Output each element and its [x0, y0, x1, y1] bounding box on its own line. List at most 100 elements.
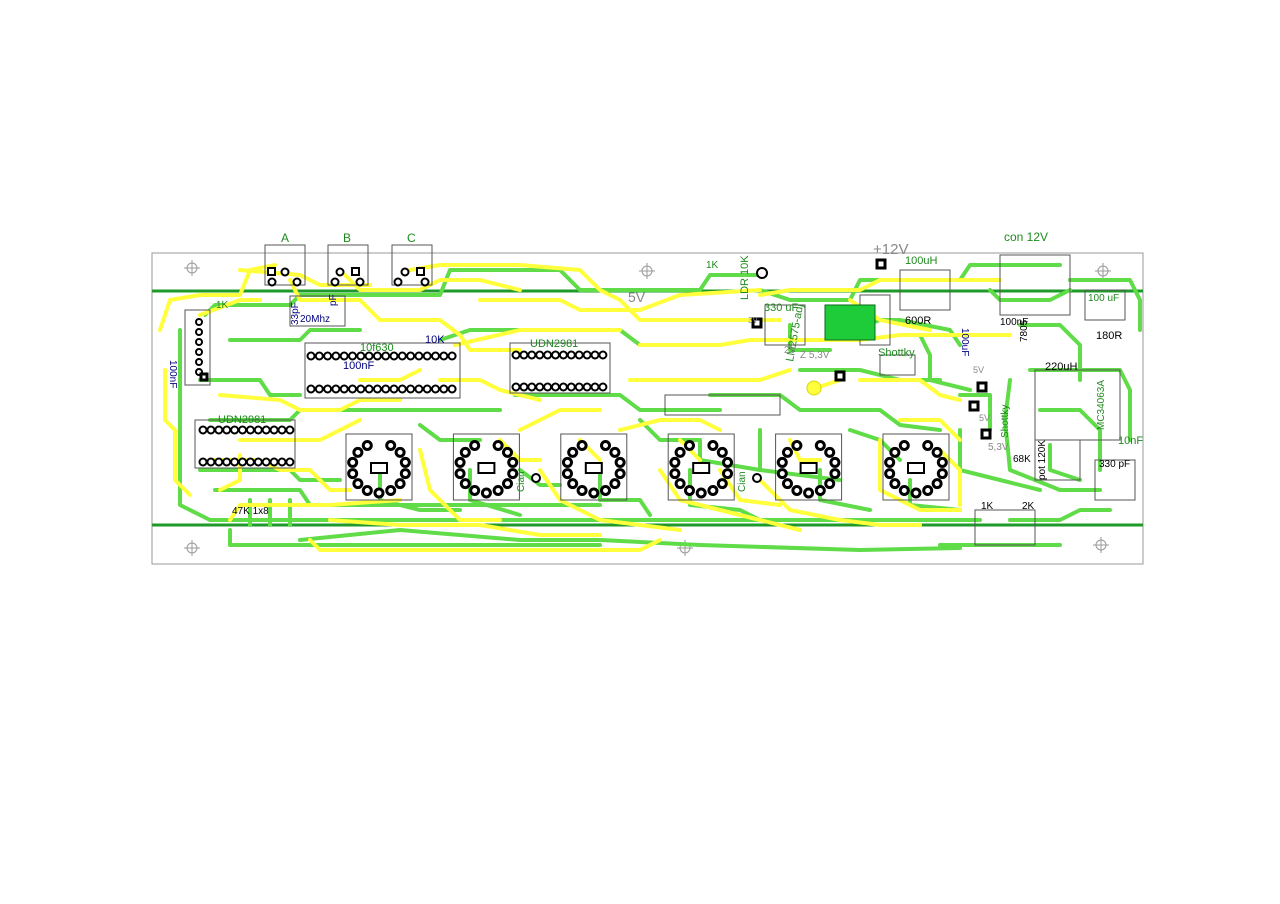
ic1-pad [431, 384, 440, 394]
tube-pin [674, 478, 686, 490]
cian-b-label: Cian [737, 471, 748, 492]
plus12-label: +12V [873, 241, 908, 258]
tube-pin [922, 485, 934, 497]
mc34063-label: MC34063A [1096, 380, 1107, 430]
ic3-pad [245, 457, 255, 467]
tube-pin [674, 446, 686, 458]
ic2-pad [519, 350, 529, 360]
c100uf-label: 100uF [959, 328, 970, 356]
l220uh-label: 220uH [1045, 361, 1077, 373]
tube-center-pad [799, 462, 818, 474]
tube-pin [347, 456, 359, 468]
tube-pin [588, 487, 600, 499]
nixie-tube-socket [560, 433, 628, 501]
ic3-pad [206, 457, 216, 467]
connector-label-a: A [281, 231, 289, 245]
tube-pin [385, 485, 397, 497]
c330pf-label: 330 pF [1099, 459, 1130, 470]
ic1-pad [422, 384, 432, 394]
ic3-pad [285, 457, 295, 467]
r1k-top-label: 1K [706, 260, 719, 271]
tube-center-pad [584, 462, 603, 474]
connector-pads [267, 267, 768, 483]
crystal-label: 20Mhz [300, 314, 330, 325]
ic1-pad [389, 384, 399, 394]
ic1-label: 10f630 [360, 342, 394, 354]
ic1-pad [447, 384, 457, 394]
ic1-pad [397, 384, 407, 394]
ic1-pad [323, 384, 333, 394]
header-pad [195, 348, 203, 356]
ic2-pad [511, 350, 521, 360]
tube-pin [609, 478, 621, 490]
ic2-pad [527, 382, 537, 392]
ic3-pad [214, 457, 224, 467]
pot120k-label: pot 120K [1037, 440, 1048, 480]
ic1-pad [306, 384, 316, 394]
tube-pin [669, 456, 681, 468]
tube-pin [394, 478, 406, 490]
rnet-label: 47K 1x8 [232, 506, 269, 517]
tube-pin [347, 468, 359, 480]
connector-label-b: B [343, 231, 351, 245]
yellow-via [806, 380, 822, 396]
ic2-pad [558, 350, 568, 360]
ic2-pad [558, 382, 568, 392]
r1k-left-label: 1K [216, 300, 229, 311]
header-pad [195, 338, 203, 346]
ic3-pad [238, 425, 247, 435]
ic2-pad [551, 382, 560, 392]
header-pad [195, 358, 203, 366]
lm2575-chip [824, 304, 876, 341]
tube-pin [561, 468, 573, 480]
tube-pin [922, 439, 934, 451]
tube-pin [385, 439, 397, 451]
tube-pin [884, 456, 896, 468]
ic1-pad [314, 384, 324, 394]
ic3-pad [222, 457, 232, 467]
ic1-pad [348, 351, 357, 361]
l100uh-label: 100uH [905, 255, 937, 267]
ic1-pad [389, 351, 399, 361]
r180-label: 180R [1096, 330, 1122, 342]
tube-pin [814, 439, 826, 451]
tube-pin [459, 478, 471, 490]
ic1-pad [414, 351, 424, 361]
ic3-pad [277, 425, 287, 435]
ic1-pad [323, 351, 333, 361]
ic1-pad [339, 384, 349, 394]
tube-pin [399, 468, 411, 480]
tube-pin [507, 468, 519, 480]
ic3-pad [238, 457, 247, 467]
tube-pin [776, 456, 788, 468]
ic3-label: UDN2981 [218, 414, 266, 426]
ic2-pad [535, 382, 545, 392]
c100nf-a-label: 100nF [343, 360, 374, 372]
ic1-pad [431, 351, 440, 361]
r1k-br-label: 1K [981, 501, 994, 512]
tube-pin [824, 478, 836, 490]
tube-pin [931, 446, 943, 458]
tube-pin [814, 485, 826, 497]
tube-pin [459, 446, 471, 458]
ic1-pad [406, 384, 416, 394]
ic3-pad [269, 425, 279, 435]
ic1-pad [356, 351, 366, 361]
ic2-pad [598, 350, 608, 360]
ic1-pad [306, 351, 316, 361]
ic1-pad [447, 351, 457, 361]
tube-pin [884, 468, 896, 480]
v2-label: 2V [784, 345, 797, 356]
tube-center-pad [370, 462, 388, 474]
c33pf-b-label: pF [328, 294, 339, 306]
ic2-pad [574, 350, 584, 360]
con12-label: con 12V [1004, 230, 1048, 244]
ic1-pad [331, 351, 341, 361]
square-pads [199, 258, 992, 440]
ic1-pad [314, 351, 324, 361]
tube-pin [898, 485, 910, 497]
tube-pin [669, 468, 681, 480]
tube-pin [791, 485, 803, 497]
tube-pin [469, 439, 481, 451]
